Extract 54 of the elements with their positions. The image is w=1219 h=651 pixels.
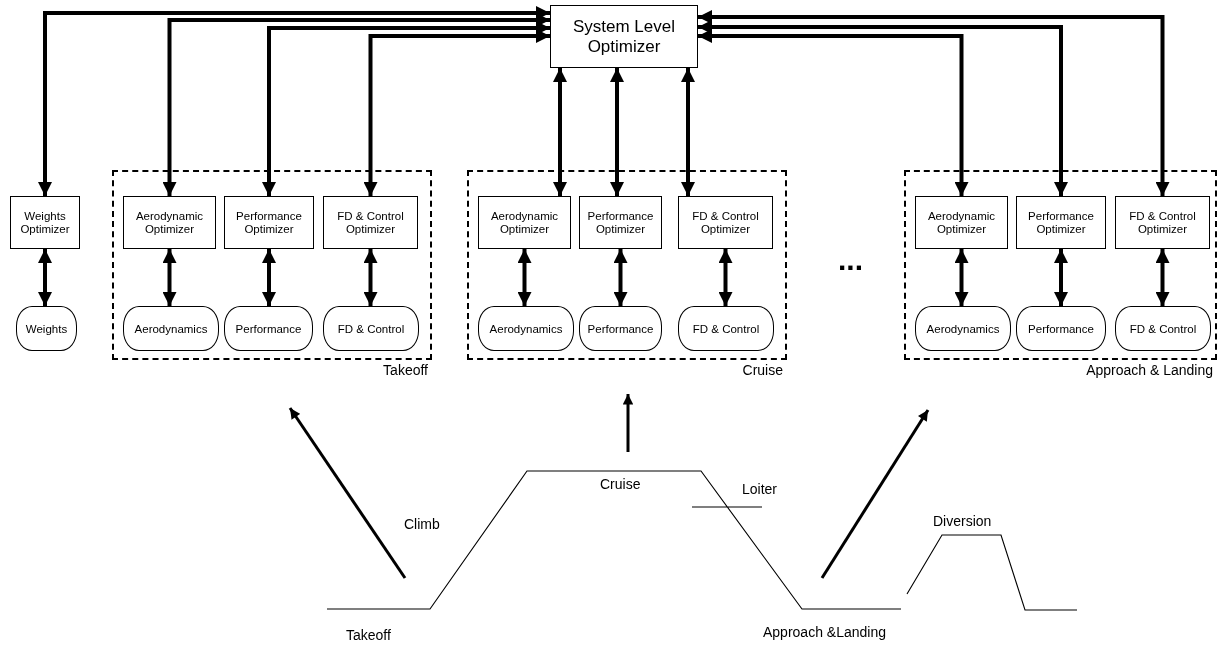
discipline-box: Aerodynamics <box>915 306 1011 351</box>
arrow <box>681 68 695 196</box>
phase-title: Approach & Landing <box>1086 362 1213 378</box>
discipline-box: FD & Control <box>1115 306 1211 351</box>
profile-label: Approach &Landing <box>763 624 886 640</box>
optimizer-box: Performance Optimizer <box>224 196 314 249</box>
arrow <box>1155 249 1170 306</box>
arrow <box>610 68 624 196</box>
arrow <box>262 249 276 306</box>
arrow <box>622 394 634 452</box>
discipline-box: FD & Control <box>678 306 774 351</box>
optimizer-box: Aerodynamic Optimizer <box>123 196 216 249</box>
arrow <box>698 29 969 196</box>
arrow <box>718 249 733 306</box>
arrow <box>363 29 550 196</box>
discipline-box: Performance <box>579 306 662 351</box>
arrow <box>262 21 550 196</box>
profile-label: Diversion <box>933 513 992 529</box>
arrow <box>698 10 1170 196</box>
discipline-box: FD & Control <box>323 306 419 351</box>
optimizer-box: Aerodynamic Optimizer <box>478 196 571 249</box>
optimizer-box: FD & Control Optimizer <box>1115 196 1210 249</box>
discipline-box: Performance <box>1016 306 1106 351</box>
arrow <box>288 407 407 579</box>
phase-title: Cruise <box>742 362 783 378</box>
optimizer-box: Aerodynamic Optimizer <box>915 196 1008 249</box>
profile-label: Climb <box>404 516 440 532</box>
arrow <box>820 409 930 579</box>
optimizer-box: Weights Optimizer <box>10 196 80 249</box>
arrow <box>38 6 550 196</box>
discipline-box: Weights <box>16 306 77 351</box>
arrow <box>1054 249 1068 306</box>
arrow <box>954 249 969 306</box>
arrow <box>162 13 550 196</box>
optimizer-box: Performance Optimizer <box>579 196 662 249</box>
arrow <box>162 249 177 306</box>
arrow <box>553 68 567 196</box>
arrow <box>613 249 628 306</box>
ellipsis: ... <box>838 250 863 270</box>
optimizer-box: FD & Control Optimizer <box>678 196 773 249</box>
discipline-box: Aerodynamics <box>478 306 574 351</box>
profile-label: Loiter <box>742 481 778 497</box>
discipline-box: Aerodynamics <box>123 306 219 351</box>
arrow <box>363 249 378 306</box>
profile-label: Cruise <box>600 476 641 492</box>
discipline-box: Performance <box>224 306 313 351</box>
arrow <box>698 20 1068 196</box>
optimizer-box: FD & Control Optimizer <box>323 196 418 249</box>
profile-label: Takeoff <box>346 627 391 643</box>
arrow <box>517 249 532 306</box>
optimizer-box: System Level Optimizer <box>550 5 698 68</box>
optimizer-box: Performance Optimizer <box>1016 196 1106 249</box>
arrow <box>38 249 52 306</box>
phase-title: Takeoff <box>383 362 428 378</box>
